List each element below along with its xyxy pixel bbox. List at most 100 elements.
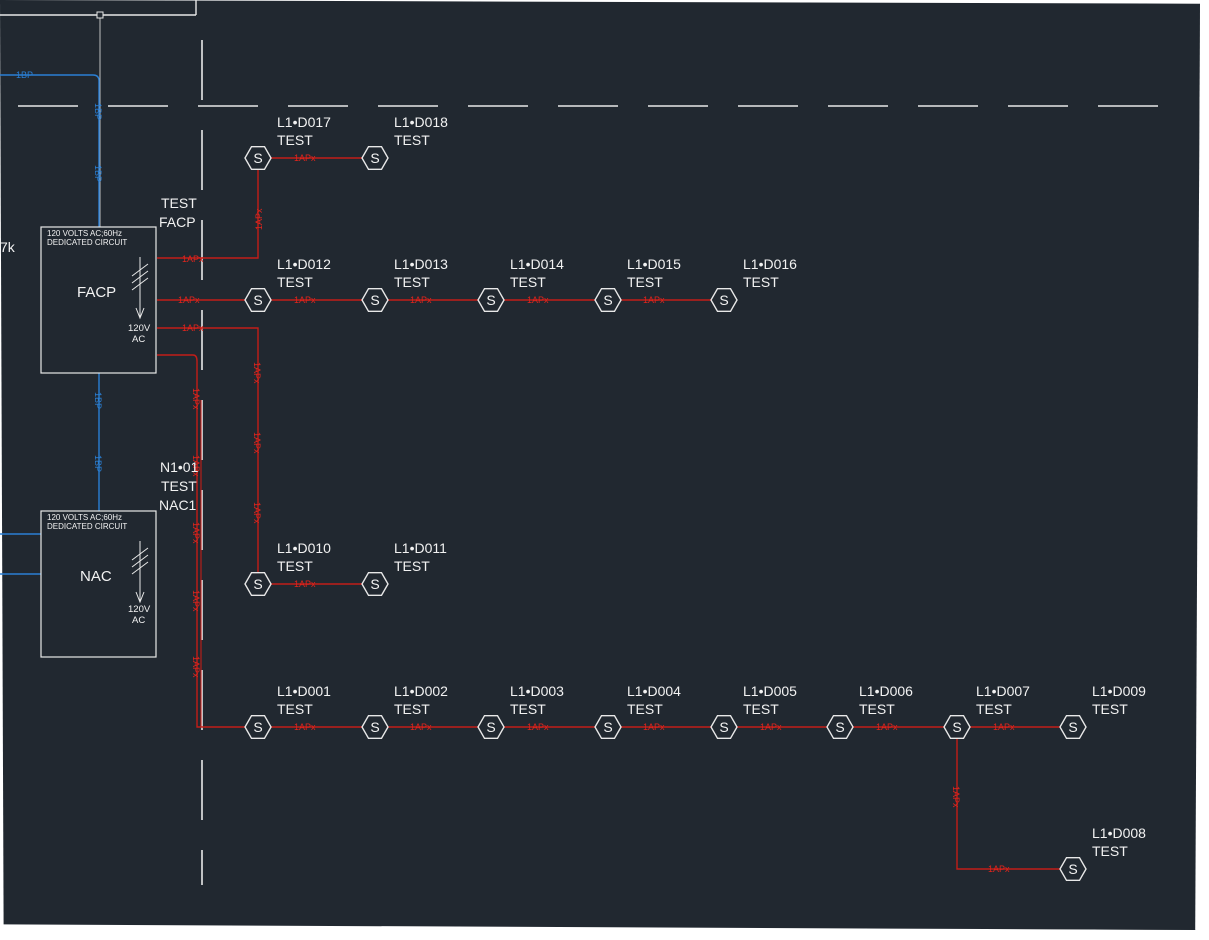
device-desc-label: TEST [627, 701, 663, 717]
conduit-label: 1BP [93, 455, 103, 472]
device-desc-label: TEST [1092, 843, 1128, 859]
device-symbol: S [370, 150, 379, 166]
smoke-detector-icon[interactable] [244, 288, 272, 312]
conduit-label: 1BP [93, 103, 103, 120]
smoke-detector-icon[interactable] [477, 288, 505, 312]
smoke-detector-icon[interactable] [244, 572, 272, 596]
wire-label: 1APx [993, 722, 1015, 732]
smoke-detector-icon[interactable] [1059, 715, 1087, 739]
facp-panel[interactable]: 120 VOLTS AC;60Hz DEDICATED CIRCUIT FACP… [40, 195, 197, 374]
wire-label: 1APx [643, 722, 665, 732]
device-desc-label: TEST [277, 274, 313, 290]
smoke-detector-icon[interactable] [826, 715, 854, 739]
device-id-label: L1•D006 [859, 683, 913, 699]
device-desc-label: TEST [394, 132, 430, 148]
nac-power-line1: 120V [128, 604, 151, 615]
nac-panel[interactable]: 120 VOLTS AC;60Hz DEDICATED CIRCUIT NAC … [40, 459, 199, 658]
device-id-label: L1•D015 [627, 256, 681, 272]
wire-label: 1APx [294, 722, 316, 732]
nac-panel-box[interactable] [40, 510, 157, 658]
wire-label: 1APx [951, 786, 961, 808]
nac-header-line2: DEDICATED CIRCUIT [47, 522, 127, 531]
smoke-detector-icon[interactable] [594, 715, 622, 739]
device-id-label: L1•D013 [394, 256, 448, 272]
circuit-branch-d008 [956, 727, 1073, 870]
power-supply-icon [131, 257, 149, 320]
device-symbol: S [253, 576, 262, 592]
device-id-label: L1•D007 [976, 683, 1030, 699]
smoke-detector-icon[interactable] [710, 715, 738, 739]
wire-label: 1APx [643, 295, 665, 305]
facp-name: FACP [77, 284, 116, 301]
device-id-label: L1•D017 [277, 114, 331, 130]
device-desc-label: TEST [277, 132, 313, 148]
smoke-detector-icon[interactable] [943, 715, 971, 739]
device-symbol: S [835, 719, 844, 735]
smoke-detector-icon[interactable] [361, 288, 389, 312]
conduit-riser-top [0, 74, 100, 227]
device-desc-label: TEST [859, 701, 895, 717]
wire-label: 1APx [252, 362, 262, 384]
facp-tag-line2: FACP [159, 214, 196, 230]
wire-label: 1APx [191, 590, 201, 612]
wire-label: 1APx [191, 455, 201, 477]
nac-power-line2: AC [132, 615, 145, 626]
wire-label: 1APx [178, 295, 200, 305]
conduit-label: 1BP [93, 392, 103, 409]
facp-power-line1: 120V [128, 323, 151, 334]
smoke-detector-icon[interactable] [710, 288, 738, 312]
circuit-branch-d017 [157, 157, 375, 259]
facp-header-line2: DEDICATED CIRCUIT [47, 238, 127, 247]
device-id-label: L1•D004 [627, 683, 681, 699]
smoke-detector-icon[interactable] [477, 715, 505, 739]
nac-tag-line1: N1•01 [160, 459, 199, 475]
smoke-detector-icon[interactable] [361, 715, 389, 739]
device-symbol: S [719, 719, 728, 735]
nac-header-line1: 120 VOLTS AC;60Hz [47, 513, 122, 522]
device-id-label: L1•D016 [743, 256, 797, 272]
smoke-detector-icon[interactable] [594, 288, 622, 312]
smoke-detector-icon[interactable] [361, 572, 389, 596]
device-symbol: S [1068, 719, 1077, 735]
device-symbol: S [370, 576, 379, 592]
device-symbol: S [719, 292, 728, 308]
grip-square [96, 11, 104, 19]
nac-tag-line2: TEST [161, 478, 197, 494]
device-desc-label: TEST [510, 701, 546, 717]
device-id-label: L1•D003 [510, 683, 564, 699]
facp-panel-box[interactable] [40, 226, 157, 374]
smoke-detector-icon[interactable] [244, 145, 272, 171]
wire-label: 1APx [527, 722, 549, 732]
smoke-detector-icon[interactable] [361, 145, 389, 171]
device-desc-label: TEST [627, 274, 663, 290]
wire-label: 1APx [254, 208, 264, 230]
facp-tag-line1: TEST [161, 195, 197, 211]
device-desc-label: TEST [743, 701, 779, 717]
circuit-branch-d010 [157, 327, 375, 585]
conduit-runs: 1BP 1BP 1BP 1BP 1BP [0, 70, 103, 575]
wire-label: 1APx [294, 153, 316, 163]
smoke-detector-icon[interactable] [1059, 857, 1087, 881]
smoke-detector-icon[interactable] [244, 715, 272, 739]
device-symbol: S [486, 719, 495, 735]
wire-label: 1APx [182, 254, 204, 264]
